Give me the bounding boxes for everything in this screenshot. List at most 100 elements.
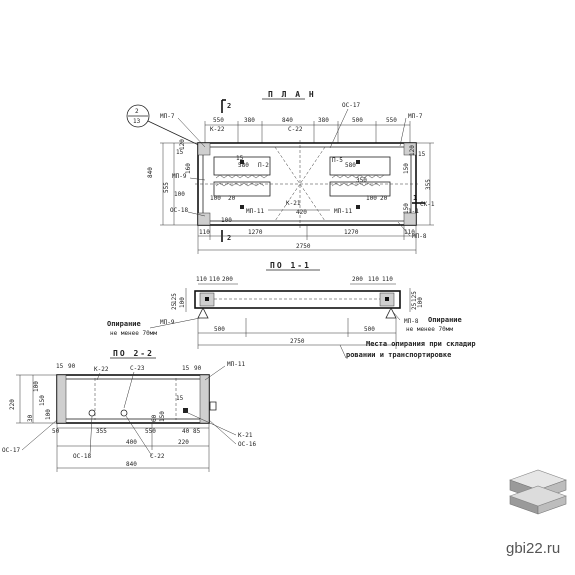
support-right-note: не менее 70мм	[406, 326, 453, 333]
callout-top: 2	[135, 108, 139, 115]
s1-dim-tr-1: 110	[368, 276, 379, 283]
s2-label-oc17: ОС-17	[2, 447, 20, 454]
watermark-text: gbi22.ru	[506, 540, 560, 557]
s2-label-k21: К-21	[238, 432, 253, 439]
section-tag-1: 1-1	[408, 208, 419, 215]
s2-dim-b-1: 220	[178, 439, 189, 446]
dim-bottom-2: 1270	[344, 229, 359, 236]
dim-left-5: 160	[185, 163, 192, 174]
dim-top-2: 840	[282, 117, 293, 124]
dim-right-3: 150	[403, 163, 410, 174]
s2-dim-b-0: 400	[126, 439, 137, 446]
section-mark-1: 1 1-1	[408, 194, 425, 215]
storage-leader	[339, 344, 347, 359]
support-right-label: Опирание	[428, 316, 462, 324]
s2-label-c23: С-23	[130, 365, 145, 372]
dim-top-5: 550	[386, 117, 397, 124]
s2-label-oc18: ОС-18	[73, 453, 91, 460]
section-2-title: ПО 2-2	[113, 349, 154, 358]
label-mp7-right: МП-7	[408, 113, 423, 120]
dim-right-0: 355	[425, 179, 432, 190]
label-mp9: МП-9	[172, 173, 187, 180]
label-oc18: ОС-18	[170, 207, 188, 214]
s2-dim-left-0: 220	[9, 399, 16, 410]
s1-dim-b-total: 2750	[290, 338, 305, 345]
s1-dim-tr-0: 200	[352, 276, 363, 283]
s2-label-c22: С-22	[150, 453, 165, 460]
dim-top-4: 500	[352, 117, 363, 124]
mark-mp9: МП-9	[160, 319, 175, 326]
label-oc17: ОС-17	[342, 102, 360, 109]
s2-dim-top-2: 15	[182, 365, 190, 372]
label-sk1: СК-1	[420, 201, 435, 208]
s2-dim-left-1: 30	[27, 414, 34, 422]
s2-dim-in-2: 550	[145, 428, 156, 435]
section-2-rib-left	[56, 374, 67, 424]
s2-dim-top-3: 90	[194, 365, 202, 372]
s1-dim-tl-2: 200	[222, 276, 233, 283]
site-logo	[509, 469, 567, 515]
label-mp7-left: МП-7	[160, 113, 175, 120]
s2-dim-in-1: 355	[96, 428, 107, 435]
plan-view: П Л А Н 2 13 2 2 1 1-1	[126, 90, 435, 254]
label-p2: П-2	[258, 162, 269, 169]
s1-side-r-2: 100	[417, 297, 424, 308]
label-mp11-a: МП-11	[246, 208, 264, 215]
small-num-5: 100	[221, 217, 232, 224]
dim-top-3: 380	[318, 117, 329, 124]
dim-inner-1: 580	[345, 162, 356, 169]
callout-bottom: 13	[133, 118, 141, 125]
s1-side-l-2: 100	[179, 297, 186, 308]
dim-left-0: 840	[147, 167, 154, 178]
plan-dims-bottom: 110 1270 1270 110 2750	[197, 225, 417, 254]
dim-right-1: 15	[418, 151, 426, 158]
section-2-2: ПО 2-2 15 90 15 90 К-22 С-23 МП-11 ОС-17…	[2, 349, 256, 472]
section-1-title: ПО 1-1	[270, 261, 311, 270]
plan-dims-top: 550 380 840 380 500 550	[204, 117, 411, 143]
plan-dims-right: 355 15 120 150 150	[403, 142, 434, 226]
section-1-1: ПО 1-1 110 110 200 200 110 110 125 25 10…	[107, 261, 476, 359]
dim-left-4: 120	[179, 139, 186, 150]
small-num-4: 20	[380, 195, 388, 202]
label-p5: П-5	[332, 157, 343, 164]
s2-dim-left-2: 100	[33, 381, 40, 392]
plan-callout: 2 13	[126, 104, 206, 149]
small-num-1: 20	[228, 195, 236, 202]
storage-note-2: ровании и транспортировке	[346, 351, 451, 359]
small-num-3: 100	[366, 195, 377, 202]
dim-top-1: 380	[244, 117, 255, 124]
support-left: Опирание не менее 70мм МП-9	[107, 307, 209, 337]
small-num-2: 15	[236, 155, 244, 162]
dim-left-3: 100	[174, 191, 185, 198]
label-mp8: МП-8	[412, 233, 427, 240]
dim-inner-0: 580	[238, 162, 249, 169]
dim-top-0: 550	[213, 117, 224, 124]
s1-side-r-1: 25	[411, 302, 418, 310]
s2-dim-small-0: 60	[151, 414, 158, 422]
s1-dim-tl-0: 110	[196, 276, 207, 283]
dim-right-4: 150	[403, 203, 410, 214]
s2-dim-top-1: 90	[68, 363, 76, 370]
s2-dim-in-4: 85	[193, 428, 201, 435]
dim-bottom-3: 110	[404, 229, 415, 236]
plan-slab	[195, 140, 420, 228]
label-k21: К-21	[286, 200, 301, 207]
s1-dim-tr-2: 110	[382, 276, 393, 283]
s1-side-r-0: 125	[411, 291, 418, 302]
section-2-rib-right	[199, 374, 210, 424]
s2-dim-in-0: 50	[52, 428, 60, 435]
section-2-body	[56, 374, 210, 424]
s2-dim-left-3: 150	[39, 395, 46, 406]
support-left-note: не менее 70мм	[110, 330, 157, 337]
dim-left-1: 555	[163, 182, 170, 193]
s2-dim-left-4: 100	[45, 409, 52, 420]
s1-side-l-1: 25	[171, 302, 178, 310]
section-mark-2-label-b: 2	[227, 234, 231, 242]
mark-mp8: МП-8	[404, 318, 419, 325]
support-left-label: Опирание	[107, 320, 141, 328]
dim-bottom-1: 1270	[248, 229, 263, 236]
label-mp11-b: МП-11	[334, 208, 352, 215]
storage-note-1: Места опирания при складир	[366, 340, 476, 348]
label-c22: С-22	[288, 126, 303, 133]
